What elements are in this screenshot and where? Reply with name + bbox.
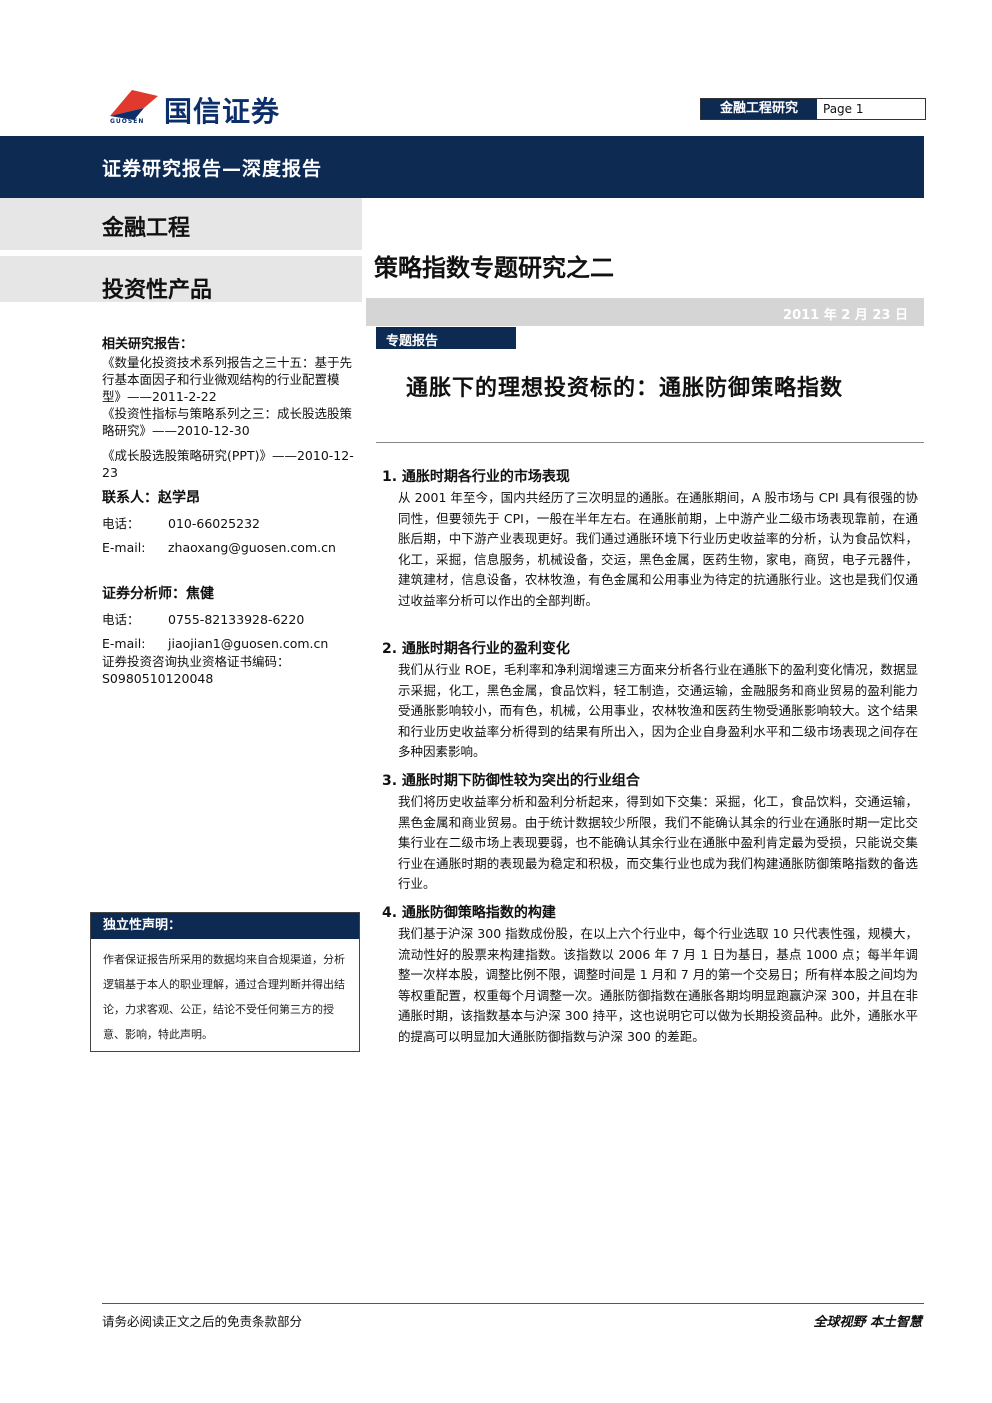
contact-phone-value: 010-66025232 xyxy=(168,516,260,531)
section-heading: 4. 通胀防御策略指数的构建 xyxy=(382,905,556,921)
analyst-phone-label: 电话： xyxy=(102,612,140,627)
category-primary: 金融工程 xyxy=(102,216,191,241)
contact-heading: 联系人：赵学昂 xyxy=(102,490,200,506)
section-heading: 2. 通胀时期各行业的盈利变化 xyxy=(382,641,570,657)
special-report-tag: 专题报告 xyxy=(376,327,516,349)
sidebar: 相关研究报告： 《数量化投资技术系列报告之三十五：基于先行基本面因子和行业微观结… xyxy=(102,333,358,687)
report-type-text: 证券研究报告—深度报告 xyxy=(102,158,323,180)
category-primary-box: 金融工程 xyxy=(0,198,362,250)
special-report-label: 专题报告 xyxy=(386,334,439,349)
header-tag: 金融工程研究 Page 1 xyxy=(700,98,926,120)
footer-slogan: 全球视野 本土智慧 xyxy=(813,1315,922,1330)
contact-email-value: zhaoxang@guosen.com.cn xyxy=(168,540,336,555)
guosen-logo: 国信证券 GUOSEN xyxy=(104,86,304,130)
section-2: 2. 通胀时期各行业的盈利变化 我们从行业 ROE，毛利率和净利润增速三方面来分… xyxy=(382,638,918,763)
title-divider xyxy=(376,442,924,443)
logo-name-cn: 国信证券 xyxy=(164,95,281,128)
analyst-heading: 证券分析师：焦健 xyxy=(102,586,214,602)
category-secondary: 投资性产品 xyxy=(102,278,213,303)
guosen-logo-mark-icon xyxy=(110,90,158,120)
category-divider xyxy=(362,198,366,302)
report-type-banner: 证券研究报告—深度报告 xyxy=(0,136,924,198)
section-3: 3. 通胀时期下防御性较为突出的行业组合 我们将历史收益率分析和盈利分析起来，得… xyxy=(382,770,918,895)
contact-email-label: E-mail: xyxy=(102,540,146,555)
section-1: 1. 通胀时期各行业的市场表现 从 2001 年至今，国内共经历了三次明显的通胀… xyxy=(382,466,918,611)
declaration-heading: 独立性声明： xyxy=(91,913,359,939)
analyst-email-row: E-mail: jiaojian1@guosen.com.cn xyxy=(102,635,358,653)
related-report-item: 《成长股选股策略研究(PPT)》——2010-12-23 xyxy=(102,448,354,480)
related-report-item: 《投资性指标与策略系列之三：成长股选股策略研究》——2010-12-30 xyxy=(102,406,353,438)
related-reports-heading: 相关研究报告： xyxy=(102,337,194,352)
section-heading: 1. 通胀时期各行业的市场表现 xyxy=(382,469,570,485)
section-4: 4. 通胀防御策略指数的构建 我们基于沪深 300 指数成份股，在以上六个行业中… xyxy=(382,902,918,1047)
analyst-email-value: jiaojian1@guosen.com.cn xyxy=(168,636,329,651)
category-secondary-box: 投资性产品 xyxy=(0,256,362,303)
declaration-body: 作者保证报告所采用的数据均来自合规渠道，分析逻辑基于本人的职业理解，通过合理判断… xyxy=(103,953,345,1041)
date-bar: 2011 年 2 月 23 日 xyxy=(366,298,924,326)
section-text: 我们从行业 ROE，毛利率和净利润增速三方面来分析各行业在通胀下的盈利变化情况，… xyxy=(398,662,918,759)
report-series-title: 策略指数专题研究之二 xyxy=(374,254,614,282)
analyst-email-label: E-mail: xyxy=(102,636,146,651)
footer-disclaimer-note: 请务必阅读正文之后的免责条款部分 xyxy=(102,1314,303,1329)
analyst-phone-value: 0755-82133928-6220 xyxy=(168,612,305,627)
header-page-number: Page 1 xyxy=(823,102,864,116)
section-text: 从 2001 年至今，国内共经历了三次明显的通胀。在通胀期间，A 股市场与 CP… xyxy=(398,490,918,608)
section-text: 我们基于沪深 300 指数成份股，在以上六个行业中，每个行业选取 10 只代表性… xyxy=(398,926,918,1044)
section-text: 我们将历史收益率分析和盈利分析起来，得到如下交集：采掘，化工，食品饮料，交通运输… xyxy=(398,794,918,891)
related-report-item: 《数量化投资技术系列报告之三十五：基于先行基本面因子和行业微观结构的行业配置模型… xyxy=(102,355,353,404)
section-heading: 3. 通胀时期下防御性较为突出的行业组合 xyxy=(382,773,640,789)
contact-phone-label: 电话： xyxy=(102,516,140,531)
analyst-certificate: 证券投资咨询执业资格证书编码：S0980510120048 xyxy=(102,654,290,686)
contact-email-row: E-mail: zhaoxang@guosen.com.cn xyxy=(102,539,358,557)
main-title: 通胀下的理想投资标的：通胀防御策略指数 xyxy=(406,376,844,401)
header-dept: 金融工程研究 xyxy=(701,99,817,119)
report-date: 2011 年 2 月 23 日 xyxy=(783,308,908,323)
logo-name-en: GUOSEN xyxy=(110,118,145,125)
independence-declaration: 独立性声明： 作者保证报告所采用的数据均来自合规渠道，分析逻辑基于本人的职业理解… xyxy=(90,912,360,1052)
contact-phone-row: 电话： 010-66025232 xyxy=(102,515,358,533)
footer-divider xyxy=(102,1303,924,1304)
analyst-phone-row: 电话： 0755-82133928-6220 xyxy=(102,611,358,629)
